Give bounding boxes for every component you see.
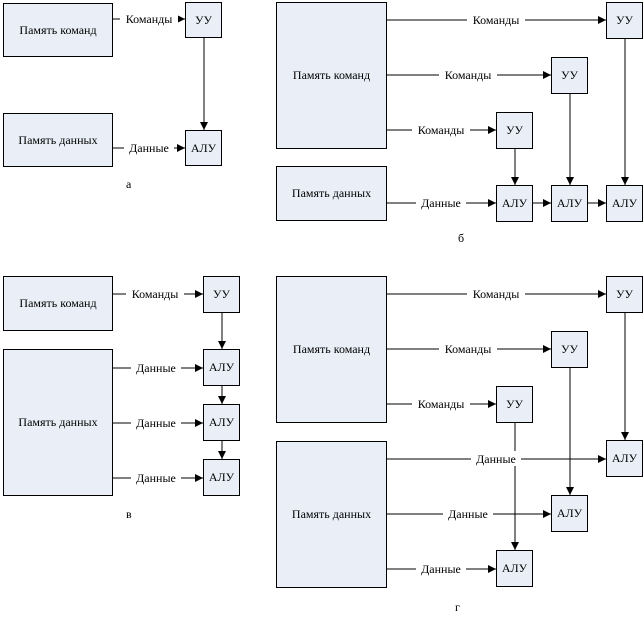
b-data-memory: Память данных	[276, 166, 387, 221]
g-commands-label-3: Команды	[418, 397, 465, 411]
b-data-label: Данные	[421, 196, 461, 210]
g-commands-label-2: Команды	[445, 342, 492, 356]
g-data-label-1: Данные	[476, 452, 516, 466]
a-commands-label: Команды	[126, 12, 173, 26]
v-program-memory: Память команд	[3, 276, 113, 331]
g-control-unit-2: УУ	[551, 331, 588, 368]
b-alu-1: АЛУ	[496, 185, 533, 222]
a-data-label: Данные	[129, 141, 169, 155]
v-alu-3: АЛУ	[203, 459, 240, 496]
v-data-label-1: Данные	[136, 361, 176, 375]
v-alu-2: АЛУ	[203, 404, 240, 441]
b-commands-label-2: Команды	[445, 68, 492, 82]
caption-g: г	[455, 600, 460, 614]
a-program-memory: Память команд	[3, 3, 113, 57]
b-control-unit-2: УУ	[551, 57, 588, 94]
g-control-unit-3: УУ	[496, 386, 533, 423]
caption-b: б	[458, 231, 465, 245]
caption-v: в	[126, 507, 132, 521]
g-alu-2: АЛУ	[551, 495, 588, 532]
v-alu-1: АЛУ	[203, 349, 240, 386]
v-control-unit: УУ	[203, 276, 240, 313]
b-commands-label-1: Команды	[473, 13, 520, 27]
b-control-unit-1: УУ	[606, 2, 643, 39]
g-program-memory: Память команд	[276, 276, 387, 423]
a-data-memory: Память данных	[3, 113, 113, 167]
g-commands-label-1: Команды	[473, 287, 520, 301]
b-program-memory: Память команд	[276, 2, 387, 149]
v-data-label-3: Данные	[136, 471, 176, 485]
b-commands-label-3: Команды	[418, 123, 465, 137]
a-alu: АЛУ	[185, 130, 222, 166]
v-data-memory: Память данных	[3, 349, 113, 496]
caption-a: а	[126, 177, 132, 191]
g-alu-3: АЛУ	[496, 550, 533, 587]
diagram-g-wires	[387, 290, 629, 573]
b-control-unit-3: УУ	[496, 112, 533, 149]
v-commands-label: Команды	[132, 287, 179, 301]
a-control-unit: УУ	[185, 2, 222, 38]
diagram-v-wires	[113, 290, 226, 482]
b-alu-2: АЛУ	[551, 185, 588, 222]
g-data-memory: Память данных	[276, 441, 387, 588]
wire-labels: Команды Данные Команды Команды Команды Д…	[120, 11, 525, 576]
g-data-label-2: Данные	[448, 507, 488, 521]
g-alu-1: АЛУ	[606, 440, 643, 477]
v-data-label-2: Данные	[136, 416, 176, 430]
diagram-a-wires	[113, 15, 208, 152]
g-control-unit-1: УУ	[606, 276, 643, 313]
g-data-label-3: Данные	[421, 562, 461, 576]
b-alu-3: АЛУ	[606, 185, 643, 222]
